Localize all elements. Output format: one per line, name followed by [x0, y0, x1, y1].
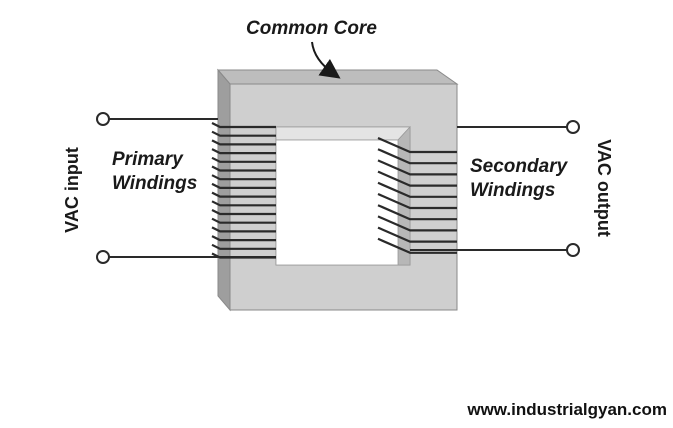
primary-winding-turn	[211, 122, 276, 129]
primary-winding-turn	[211, 148, 276, 155]
website-url[interactable]: www.industrialgyan.com	[467, 400, 667, 419]
core-side-face	[217, 68, 231, 312]
primary-winding-turn	[211, 217, 276, 224]
primary-label-line2: Windings	[112, 173, 197, 194]
core-window-inner-top	[275, 126, 411, 141]
secondary-winding-turn	[377, 192, 457, 210]
primary-winding-turn	[211, 200, 276, 207]
secondary-winding-turn	[377, 181, 457, 198]
primary-winding-turn	[211, 156, 276, 163]
core-arrow	[311, 41, 341, 79]
primary-winding-turn	[211, 182, 276, 189]
primary-winding-turn	[211, 174, 276, 181]
primary-winding-turn	[211, 209, 276, 216]
input-terminal-top	[96, 112, 110, 126]
core-top-face	[216, 69, 459, 85]
secondary-winding-turn	[377, 226, 457, 243]
output-terminal-top	[566, 120, 580, 134]
primary-winding-turn	[211, 226, 276, 233]
vac-input-label: VAC input	[62, 147, 82, 233]
secondary-winding-turn	[377, 170, 457, 187]
secondary-winding-turn	[377, 237, 457, 254]
primary-winding-turn	[211, 165, 276, 172]
secondary-winding-turn	[377, 204, 457, 221]
secondary-label-line2: Windings	[470, 180, 555, 201]
vac-output-label: VAC output	[594, 139, 614, 237]
primary-winding-turn	[211, 191, 276, 198]
secondary-winding-turn	[377, 136, 457, 154]
secondary-label-line1: Secondary	[470, 156, 569, 177]
secondary-winding-turn	[377, 215, 457, 232]
core-window-opening	[275, 139, 399, 266]
primary-winding-turn	[211, 130, 276, 137]
primary-winding-turn	[211, 243, 276, 250]
primary-winding-turn	[211, 139, 276, 146]
secondary-windings	[377, 136, 457, 254]
core-label: Common Core	[246, 18, 377, 39]
secondary-winding-turn	[377, 148, 457, 165]
primary-label-line1: Primary	[112, 149, 184, 170]
secondary-winding-turn	[377, 159, 457, 176]
output-terminal-bottom	[566, 243, 580, 257]
primary-windings	[211, 122, 276, 259]
input-terminal-bottom	[96, 250, 110, 264]
primary-winding-turn	[211, 235, 276, 242]
